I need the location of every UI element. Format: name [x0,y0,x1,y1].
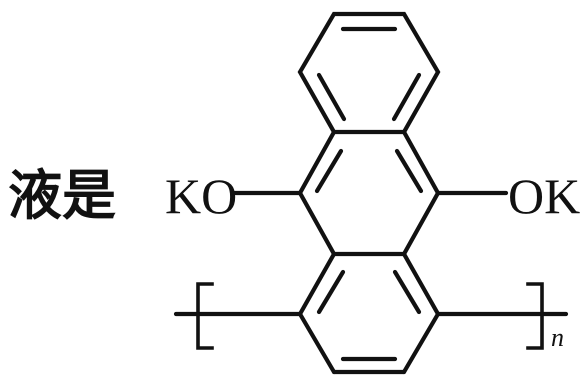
central-ring [297,129,441,257]
repeat-subscript: n [551,323,564,352]
bottom-benzene-ring [297,251,441,375]
left-group-label: KO [165,168,237,224]
top-benzene-ring [297,11,441,135]
right-bracket [526,282,544,350]
left-bracket [196,282,214,350]
right-group-label: OK [508,168,580,224]
prefix-text: 液是 [8,163,116,227]
